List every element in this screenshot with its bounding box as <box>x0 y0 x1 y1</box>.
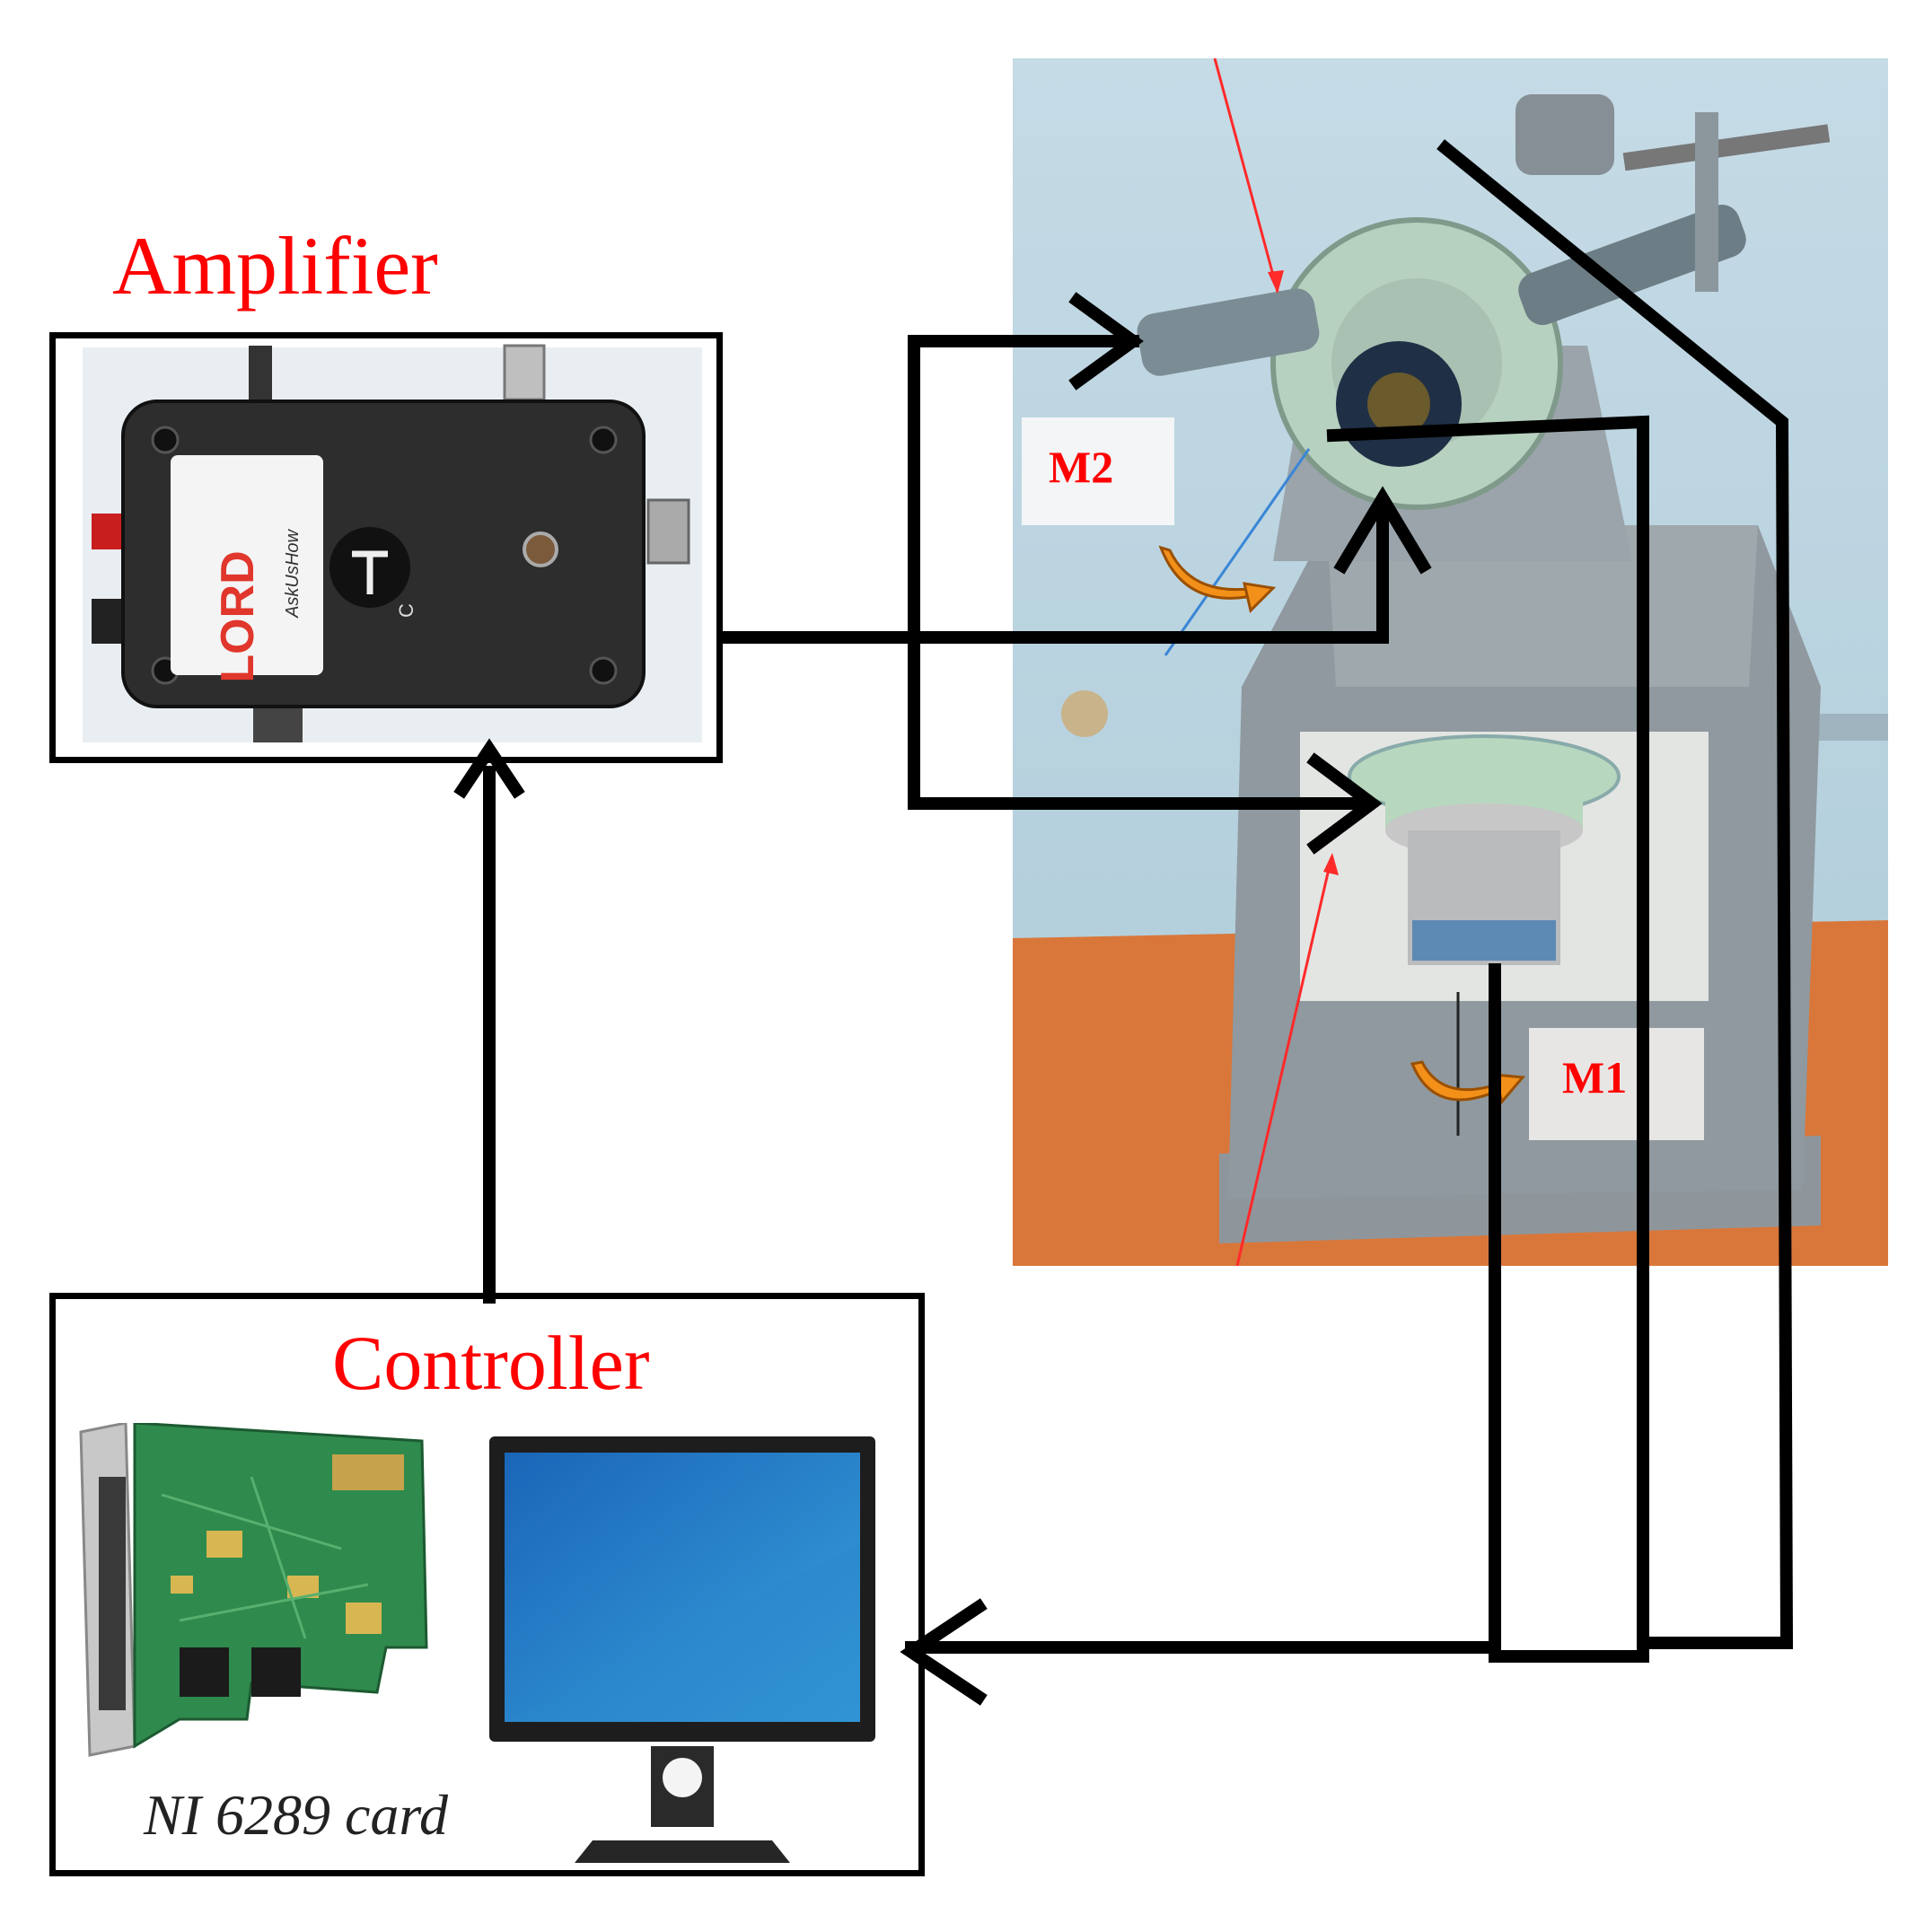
pcb-card-icon <box>79 1423 428 1757</box>
controller-label: Controller <box>332 1320 650 1406</box>
m2-label: M2 <box>1049 442 1114 492</box>
arm-feedback-wire <box>1436 139 1794 1649</box>
trunk-upper-arrowhead <box>1068 292 1144 391</box>
controller-feedback-arrowhead <box>900 1598 988 1706</box>
amplifier-to-m2-arrowhead <box>1333 486 1432 575</box>
robot-arm-photo: M2 M1 <box>1013 58 1888 1266</box>
amplifier-box: LORD AskUsHow C <box>49 332 723 763</box>
amplifier-icon <box>83 344 702 742</box>
amplifier-label: Amplifier <box>112 220 438 312</box>
monitor-icon <box>489 1436 875 1863</box>
controller-to-amplifier-arrowhead <box>453 738 525 799</box>
m1-feedback-wire <box>905 963 1501 1654</box>
card-label: NI 6289 card <box>144 1783 448 1847</box>
trunk-lower-arrowhead <box>1306 752 1383 855</box>
trunk-wire <box>908 335 1371 810</box>
m1-label: M1 <box>1562 1052 1628 1102</box>
robot-arm-icon <box>1013 58 1888 1266</box>
amplifier-to-m2-wire <box>719 505 1389 644</box>
m2-feedback-wire <box>1326 415 1649 1663</box>
